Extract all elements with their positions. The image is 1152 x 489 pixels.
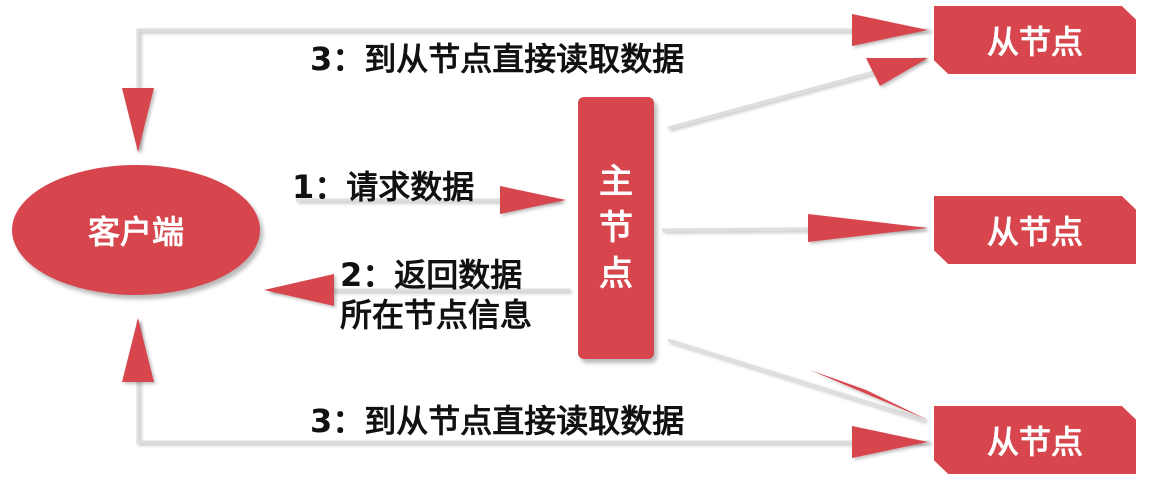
read-from-slave-label-bottom: 3：到从节点直接读取数据 — [310, 402, 685, 440]
client-node: 客户端 — [12, 165, 260, 295]
read-from-slave-label-top: 3：到从节点直接读取数据 — [310, 40, 685, 78]
master-node-char-2: 节 — [599, 208, 633, 248]
slave-node-top: 从节点 — [934, 6, 1136, 74]
master-node-char-1: 主 — [599, 162, 633, 202]
arrow-master-to-slave-bot — [810, 370, 928, 420]
request-data-label: 1：请求数据 — [292, 168, 475, 206]
master-node-char-3: 点 — [599, 254, 633, 294]
return-data-label-line2: 所在节点信息 — [340, 296, 533, 334]
slave-node-bottom: 从节点 — [934, 406, 1136, 474]
arrow-master-to-slave-top — [866, 58, 928, 86]
return-data-label-line1: 2：返回数据 — [340, 256, 523, 294]
arrow-to-slave-bot — [852, 426, 928, 458]
client-node-label: 客户端 — [87, 213, 184, 251]
arrow-up-to-client — [122, 318, 154, 382]
slave-node-top-label: 从节点 — [986, 23, 1083, 61]
master-node: 主 节 点 — [578, 97, 654, 359]
master-to-slave-bot-connector — [667, 338, 926, 422]
slave-node-middle: 从节点 — [934, 196, 1136, 264]
slave-node-bottom-label: 从节点 — [986, 423, 1083, 461]
arrow-request-to-master — [500, 186, 566, 214]
arrow-down-to-client — [122, 88, 154, 152]
slave-node-middle-label: 从节点 — [986, 213, 1083, 251]
arrow-master-to-slave-mid — [808, 214, 928, 242]
arrow-return-to-client — [264, 274, 334, 306]
arrow-to-slave-top — [852, 14, 928, 46]
